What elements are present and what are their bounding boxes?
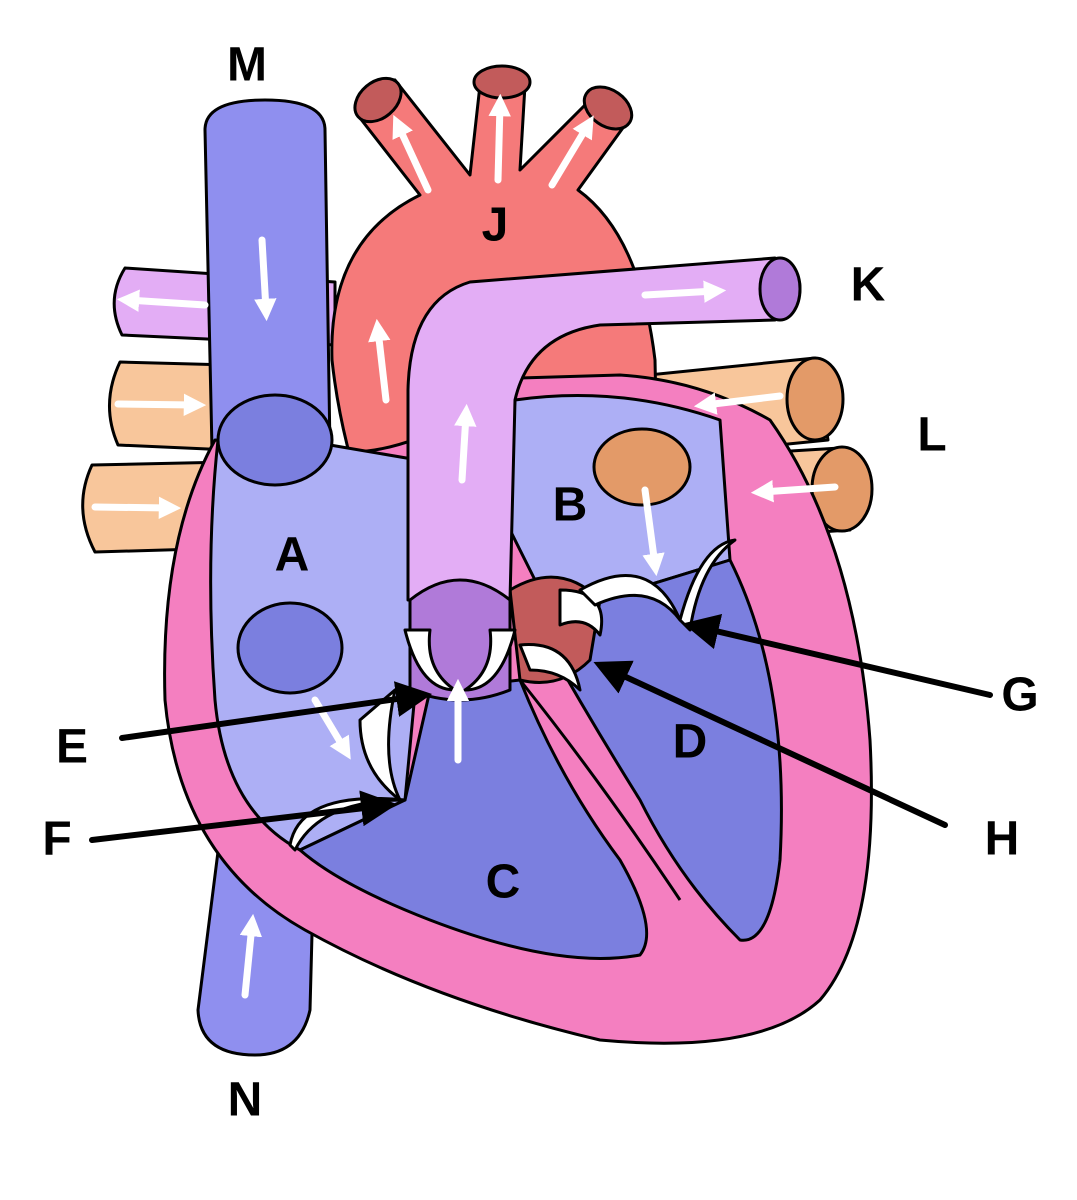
flow-arrow-aorta-left bbox=[392, 114, 432, 194]
flow-arrow-aorta-right bbox=[548, 115, 594, 189]
flow-arrow-trunk bbox=[454, 403, 477, 484]
pointer-arrow-f bbox=[89, 790, 398, 843]
label-n: N bbox=[228, 1074, 263, 1127]
flow-arrow-svc bbox=[254, 236, 277, 322]
flow-arrow-aorta bbox=[368, 318, 391, 404]
label-k: K bbox=[851, 259, 886, 312]
blood-flow-arrows bbox=[91, 93, 839, 999]
label-pointer-arrows bbox=[89, 614, 993, 843]
aorta-branch-opening-middle bbox=[472, 64, 532, 100]
flow-arrow-left-atrium bbox=[641, 486, 665, 577]
flow-arrow-vein-right-lower bbox=[750, 480, 839, 503]
label-d: D bbox=[673, 716, 708, 769]
mitral-valve bbox=[578, 538, 737, 632]
pulmonary-valve bbox=[403, 578, 517, 702]
label-f: F bbox=[42, 813, 71, 866]
interventricular-septum bbox=[518, 679, 682, 901]
label-c: C bbox=[486, 856, 521, 909]
pointer-arrow-e bbox=[119, 681, 433, 741]
superior-vena-cava-opening bbox=[216, 393, 334, 487]
pulmonary-artery-opening bbox=[758, 256, 802, 322]
flow-arrow-vein-right-upper bbox=[693, 392, 784, 415]
label-e: E bbox=[56, 721, 88, 774]
flow-arrow-ivc bbox=[239, 913, 263, 999]
label-j: J bbox=[482, 199, 509, 252]
label-a: A bbox=[275, 529, 310, 582]
label-l: L bbox=[917, 409, 946, 462]
flow-arrow-vein-left-upper bbox=[114, 393, 207, 417]
left-ventricle bbox=[543, 558, 783, 942]
label-m: M bbox=[227, 39, 267, 92]
pulmonary-vein-upper-opening bbox=[785, 356, 845, 442]
pulmonary-vein-opening bbox=[592, 427, 692, 507]
aorta-branch-opening-right bbox=[582, 85, 634, 131]
label-g: G bbox=[1001, 669, 1038, 722]
flow-arrow-pa-left bbox=[116, 289, 209, 312]
label-h: H bbox=[985, 813, 1020, 866]
flow-arrow-pa-right bbox=[641, 280, 727, 303]
pointer-arrow-h bbox=[593, 660, 948, 828]
aorta-branch-opening-left bbox=[353, 76, 403, 124]
flow-arrow-vein-left-lower bbox=[91, 496, 182, 520]
flow-arrow-aorta-middle bbox=[488, 93, 511, 184]
pointer-arrow-g bbox=[682, 614, 993, 698]
coronary-sinus-opening bbox=[236, 601, 344, 695]
label-b: B bbox=[553, 479, 588, 532]
right-ventricle bbox=[298, 678, 649, 960]
